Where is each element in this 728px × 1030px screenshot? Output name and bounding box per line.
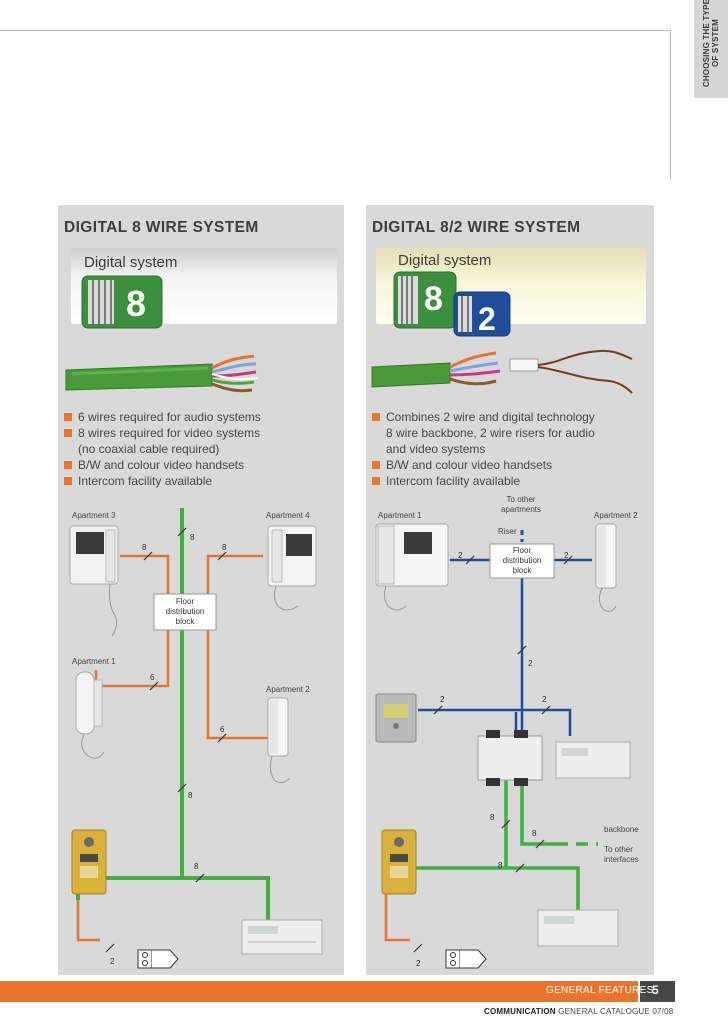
block-label: Floor — [176, 597, 195, 606]
page-frame-line — [670, 30, 671, 180]
footer-section-label: GENERAL FEATURES — [546, 985, 654, 996]
left-cable-image — [65, 354, 259, 393]
wire-count-label: 8 — [222, 543, 227, 552]
left-badge-graphic: 8 — [81, 275, 163, 329]
wire-count-label: 2 — [564, 551, 569, 560]
entrance-panel-icon — [381, 829, 417, 895]
wire-count-label: 2 — [528, 659, 533, 668]
svg-text:block: block — [513, 566, 533, 575]
door-panel-icon — [375, 693, 417, 743]
wire-count-label: 8 — [142, 543, 147, 552]
footer-divider — [638, 981, 640, 1002]
left-badge-label: Digital system — [84, 254, 178, 271]
list-item: 6 wires required for audio systems — [64, 409, 261, 425]
list-item: 8 wires required for video systems — [64, 425, 261, 441]
svg-text:interfaces: interfaces — [604, 855, 639, 864]
riser-label: Riser — [498, 527, 517, 536]
badge-number: 8 — [424, 280, 443, 318]
video-handset-icon — [375, 523, 449, 611]
wire-bundle-icon — [458, 296, 472, 332]
catalogue-label: GENERAL CATALOGUE 07/08 — [558, 1007, 674, 1016]
wire-count-label: 8 — [532, 829, 537, 838]
wire-count-label: 8 — [194, 862, 199, 871]
backbone-label: backbone — [604, 825, 639, 834]
wire-count-label: 2 — [542, 695, 547, 704]
list-item: Intercom facility available — [64, 473, 261, 489]
wire-count-label: 8 — [188, 791, 193, 800]
wire-count-label: 2 — [458, 551, 463, 560]
page-number-box — [640, 981, 675, 1002]
wire-count-label: 8 — [498, 861, 503, 870]
right-wiring-diagram: 2 2 2 2 2 8 8 8 2 To other apartments Ri… — [375, 495, 639, 969]
interface-module-icon — [477, 730, 543, 786]
svg-text:distribution: distribution — [166, 607, 205, 616]
list-item: Intercom facility available — [372, 473, 595, 489]
apartment-label: Apartment 2 — [594, 511, 638, 520]
apartment-label: Apartment 1 — [378, 511, 422, 520]
wire-count-label: 8 — [190, 533, 195, 542]
right-panel-title: DIGITAL 8/2 WIRE SYSTEM — [372, 219, 581, 236]
apartment-label: Apartment 4 — [266, 511, 310, 520]
power-supply-icon — [555, 741, 631, 779]
page-frame-line — [0, 30, 670, 31]
audio-handset-icon — [267, 697, 291, 784]
audio-handset-icon — [595, 523, 617, 612]
page-number: 5 — [652, 983, 659, 997]
badge-number: 2 — [478, 301, 496, 337]
riser-wire — [120, 554, 170, 600]
badge-number: 8 — [126, 283, 146, 324]
wire-count-label: 6 — [150, 673, 155, 682]
svg-text:distribution: distribution — [503, 556, 542, 565]
right-feature-list: Combines 2 wire and digital technology 8… — [372, 409, 595, 489]
list-item: B/W and colour video handsets — [64, 457, 261, 473]
video-handset-icon — [267, 525, 317, 611]
svg-text:block: block — [176, 617, 196, 626]
interfaces-note: To other — [604, 845, 633, 854]
wire-count-label: 2 — [440, 695, 445, 704]
entrance-panel-icon — [71, 829, 107, 895]
right-badge-graphic: 8 2 — [393, 271, 511, 337]
left-panel-title: DIGITAL 8 WIRE SYSTEM — [64, 219, 259, 236]
audio-handset-icon — [75, 671, 105, 759]
right-cable-image — [371, 349, 633, 394]
apartment-label: Apartment 1 — [72, 657, 116, 666]
wire-count-label: 2 — [416, 959, 421, 968]
list-item: 8 wire backbone, 2 wire risers for audio — [386, 426, 595, 440]
apartment-label: Apartment 2 — [266, 685, 310, 694]
list-item: B/W and colour video handsets — [372, 457, 595, 473]
svg-text:apartments: apartments — [501, 505, 541, 514]
video-handset-icon — [69, 525, 119, 637]
catalogue-line: COMMUNICATION GENERAL CATALOGUE 07/08 — [484, 1007, 673, 1016]
riser-note: To other — [507, 495, 536, 504]
section-tab: CHOOSING THE TYPE OF SYSTEM — [694, 0, 728, 98]
wire-count-label: 6 — [220, 725, 225, 734]
apartment-label: Apartment 3 — [72, 511, 116, 520]
power-supply-icon — [241, 919, 323, 955]
door-lock-icon — [445, 949, 487, 969]
door-lock-icon — [137, 949, 179, 969]
brand-label: COMMUNICATION — [484, 1007, 556, 1016]
left-feature-list: 6 wires required for audio systems 8 wir… — [64, 409, 261, 489]
floor-distribution-block — [489, 543, 555, 579]
list-item: and video systems — [386, 442, 486, 456]
power-supply-icon — [537, 909, 619, 947]
list-item: Combines 2 wire and digital technology — [372, 409, 595, 425]
floor-distribution-block — [153, 593, 217, 631]
list-item: (no coaxial cable required) — [78, 442, 220, 456]
block-label: Floor — [513, 546, 532, 555]
section-tab-label: CHOOSING THE TYPE OF SYSTEM — [702, 0, 720, 88]
wire-count-label: 8 — [490, 813, 495, 822]
left-wiring-diagram: 8 8 8 6 6 8 8 2 Floor distribution block… — [69, 508, 323, 969]
footer-band — [0, 981, 640, 1002]
connector-icon — [509, 358, 539, 372]
right-badge-label: Digital system — [398, 252, 492, 269]
wire-count-label: 2 — [110, 957, 115, 966]
